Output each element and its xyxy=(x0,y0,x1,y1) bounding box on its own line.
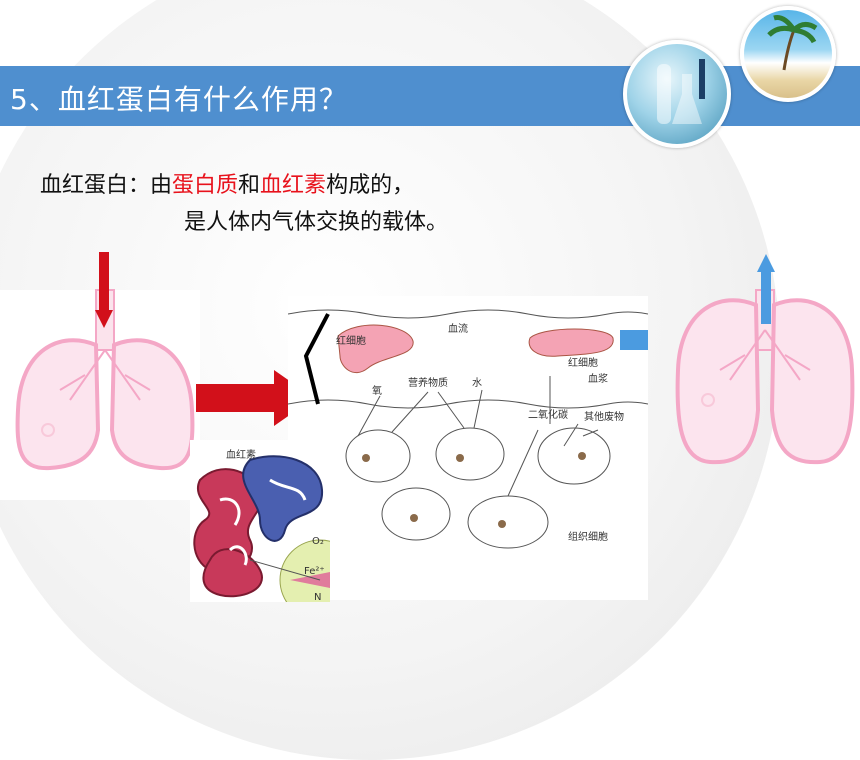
exhale-arrow xyxy=(761,270,771,324)
label-blood-flow: 血流 xyxy=(448,322,468,335)
label-water: 水 xyxy=(472,377,482,389)
label-n: N xyxy=(314,592,321,602)
beach-photo xyxy=(740,6,836,102)
heme-highlight: 血红素 xyxy=(260,173,327,198)
label-heme: 血红素 xyxy=(226,448,256,461)
definition-term: 血红蛋白：由 xyxy=(40,173,173,198)
label-co2: 二氧化碳 xyxy=(528,408,568,421)
protein-highlight: 蛋白质 xyxy=(172,173,239,198)
label-tissue-cells: 组织细胞 xyxy=(568,530,608,543)
label-waste: 其他废物 xyxy=(584,410,624,423)
label-rbc-right: 红细胞 xyxy=(568,356,598,369)
definition-line-1: 血红蛋白：由蛋白质和血红素构成的， xyxy=(40,167,414,199)
label-nutrients: 营养物质 xyxy=(408,376,448,389)
label-oxygen: 氧 xyxy=(372,384,382,397)
hemoglobin-structure: 血红素 O₂ Fe²⁺ N xyxy=(190,440,393,621)
lab-glassware-photo xyxy=(623,40,731,148)
red-arrow-right xyxy=(196,370,314,426)
definition-line-2: 是人体内气体交换的载体。 xyxy=(184,210,449,235)
label-plasma: 血浆 xyxy=(588,372,608,385)
inhale-arrow xyxy=(99,252,109,312)
left-lungs-illustration xyxy=(0,252,200,500)
label-o2: O₂ xyxy=(312,536,324,547)
label-rbc-left: 红细胞 xyxy=(336,334,366,347)
definition-tail: 构成的， xyxy=(326,173,415,198)
label-fe: Fe²⁺ xyxy=(304,566,325,577)
right-lungs-illustration xyxy=(675,254,855,465)
slide-title: 5、血红蛋白有什么作用？ xyxy=(10,83,348,116)
circulation-diagram: 红细胞 血流 红细胞 血浆 氧 营养物质 水 二氧化碳 其他废物 组织细胞 xyxy=(287,296,708,600)
definition-connector: 和 xyxy=(238,173,261,198)
